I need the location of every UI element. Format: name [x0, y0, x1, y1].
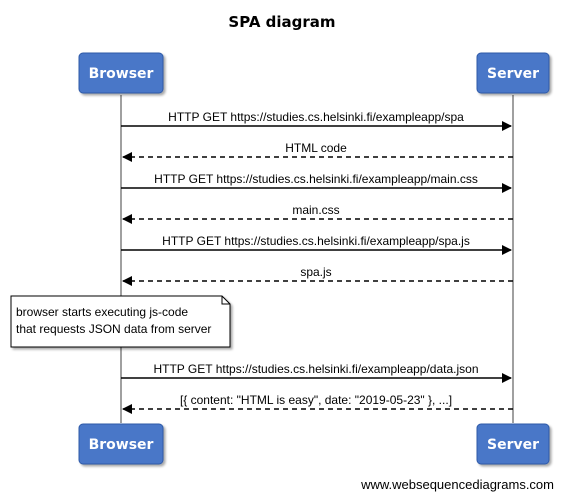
message-4: main.css	[122, 203, 513, 224]
message-7: HTTP GET https://studies.cs.helsinki.fi/…	[121, 362, 512, 383]
browser-actor-bottom: Browser	[78, 423, 164, 465]
note-box	[10, 295, 231, 348]
message-6-label: spa.js	[300, 265, 331, 279]
server-actor-bottom: Server	[476, 423, 550, 465]
note	[10, 295, 231, 348]
message-7-label: HTTP GET https://studies.cs.helsinki.fi/…	[153, 362, 478, 376]
message-3: HTTP GET https://studies.cs.helsinki.fi/…	[121, 172, 512, 193]
message-6: spa.js	[122, 265, 513, 286]
watermark-text: www.websequencediagrams.com	[360, 477, 554, 492]
diagram-title: SPA diagram	[228, 13, 335, 31]
message-3-label: HTTP GET https://studies.cs.helsinki.fi/…	[154, 172, 478, 186]
note-line-2: that requests JSON data from server	[16, 322, 211, 336]
note-line-1: browser starts executing js-code	[16, 305, 188, 319]
browser-actor-bottom-label: Browser	[89, 437, 154, 453]
browser-actor-top: Browser	[78, 52, 164, 94]
message-2-label: HTML code	[285, 141, 347, 155]
message-1: HTTP GET https://studies.cs.helsinki.fi/…	[121, 110, 512, 131]
message-2: HTML code	[122, 141, 513, 162]
server-actor-bottom-label: Server	[487, 437, 539, 453]
message-8: [{ content: "HTML is easy", date: "2019-…	[122, 393, 513, 414]
browser-actor-top-label: Browser	[89, 66, 154, 82]
server-actor-top: Server	[476, 52, 550, 94]
message-1-label: HTTP GET https://studies.cs.helsinki.fi/…	[168, 110, 464, 124]
message-8-label: [{ content: "HTML is easy", date: "2019-…	[180, 393, 452, 407]
message-5-label: HTTP GET https://studies.cs.helsinki.fi/…	[162, 234, 470, 248]
note-corner	[221, 296, 230, 305]
message-5: HTTP GET https://studies.cs.helsinki.fi/…	[121, 234, 512, 255]
server-actor-top-label: Server	[487, 66, 539, 82]
message-4-label: main.css	[292, 203, 339, 217]
